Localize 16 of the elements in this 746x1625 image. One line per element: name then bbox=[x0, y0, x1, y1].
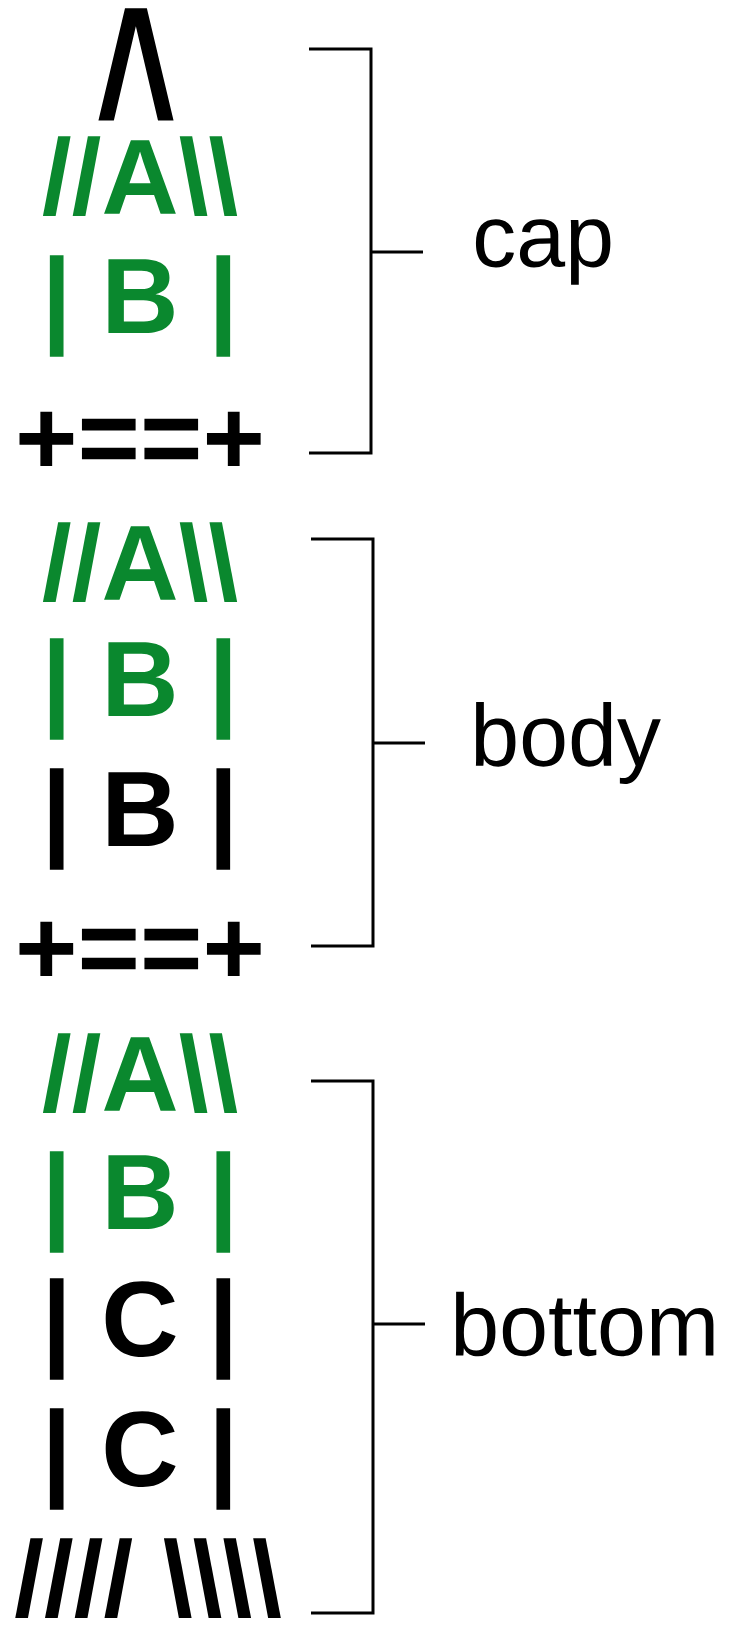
bracket-label: bottom bbox=[455, 1291, 714, 1357]
ascii-art-row: | B | bbox=[49, 638, 231, 740]
ascii-art-row: +==+ bbox=[19, 411, 261, 466]
bracket-label: cap bbox=[475, 219, 611, 285]
ascii-art-row: //// \\\\ bbox=[15, 1538, 281, 1618]
ascii-art-row: | C | bbox=[49, 1278, 231, 1380]
ascii-art-row: +==+ bbox=[19, 921, 261, 976]
bracket-label: body bbox=[475, 702, 661, 784]
ascii-art-row: | B | bbox=[49, 768, 231, 870]
ascii-art-row: ^ bbox=[98, 8, 174, 121]
ascii-art-row: //A\\ bbox=[42, 136, 238, 216]
ascii-art-row: | B | bbox=[49, 1151, 231, 1253]
ascii-art-row: //A\\ bbox=[42, 522, 238, 602]
ascii-art-row: | B | bbox=[49, 255, 231, 357]
ascii-art-row: //A\\ bbox=[42, 1033, 238, 1113]
ascii-art-row: | C | bbox=[49, 1408, 231, 1510]
